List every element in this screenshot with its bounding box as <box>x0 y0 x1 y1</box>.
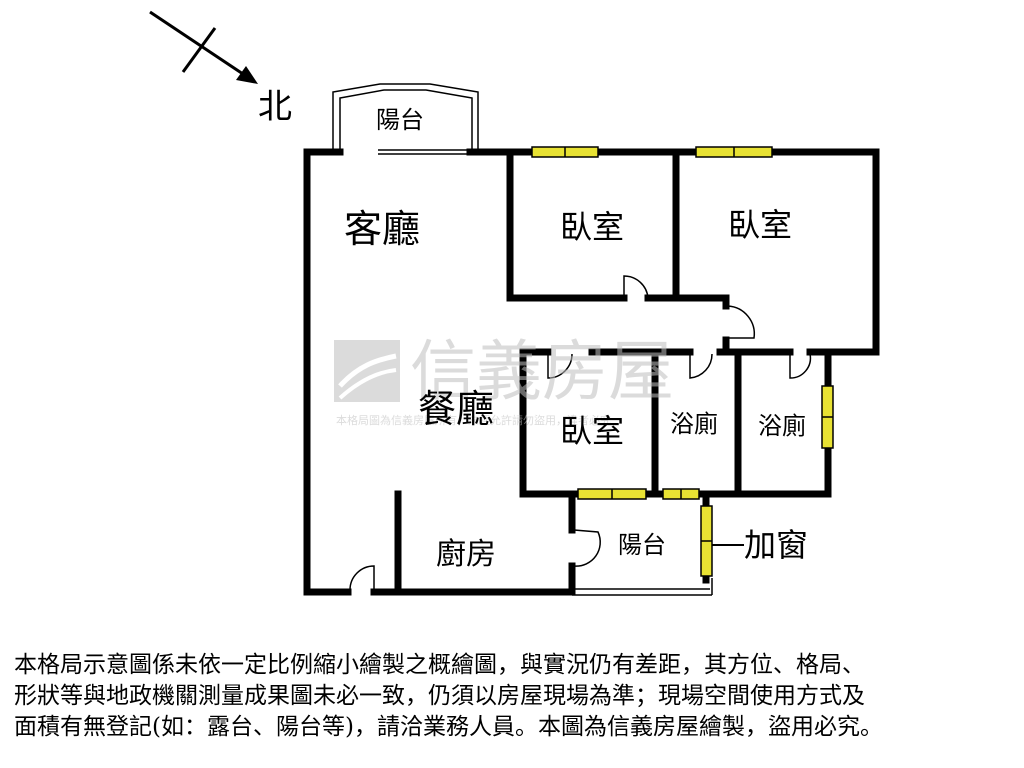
windows <box>531 146 834 577</box>
door-balcony <box>573 529 601 567</box>
top-balcony-outline <box>332 83 479 155</box>
room-label-dining-room: 餐廳 <box>418 387 494 431</box>
door-bedroom-3 <box>547 353 573 379</box>
annotation-added-window: 加窗 <box>744 526 808 564</box>
room-label-bathroom-1: 浴廁 <box>670 410 718 438</box>
door-hall <box>727 305 756 339</box>
room-label-bathroom-2: 浴廁 <box>758 412 806 440</box>
watermark-notice: 本格局圖為信義房屋所有，未經允許請勿盜用，違者必究 <box>336 413 611 427</box>
north-arrow-icon <box>149 10 258 84</box>
room-label-bedroom-1: 臥室 <box>560 208 624 246</box>
door-bathroom-1 <box>689 353 713 379</box>
door-bathroom-2 <box>789 353 812 379</box>
watermark-brand: 信義房屋 <box>410 333 674 410</box>
bottom-balcony-railing <box>572 578 713 596</box>
disclaimer: 本格局示意圖係未依一定比例縮小繪製之概繪圖，與實況仍有差距，其方位、格局、 形狀… <box>14 650 1014 743</box>
compass-north-label: 北 <box>258 87 292 127</box>
room-label-bedroom-2: 臥室 <box>728 206 792 244</box>
door-bedroom-1 <box>623 275 649 299</box>
watermark: 信義房屋 本格局圖為信義房屋所有，未經允許請勿盜用，違者必究 <box>334 333 674 427</box>
room-label-living-room: 客廳 <box>344 207 420 251</box>
room-label-bedroom-3: 臥室 <box>560 412 624 450</box>
room-label-kitchen: 廚房 <box>436 537 496 572</box>
floor-plan: 北 <box>149 10 880 596</box>
room-label-balcony-top: 陽台 <box>376 106 424 134</box>
room-label-balcony-bottom: 陽台 <box>618 531 666 559</box>
door-entrance <box>349 565 375 591</box>
disclaimer-line-2: 形狀等與地政機關測量成果圖未必一致，仍須以房屋現場為準；現場空間使用方式及 <box>14 683 865 709</box>
disclaimer-line-3: 面積有無登記(如：露台、陽台等)，請洽業務人員。本圖為信義房屋繪製，盜用必究。 <box>14 714 883 740</box>
disclaimer-line-1: 本格局示意圖係未依一定比例縮小繪製之概繪圖，與實況仍有差距，其方位、格局、 <box>14 652 865 678</box>
doors <box>349 275 812 591</box>
